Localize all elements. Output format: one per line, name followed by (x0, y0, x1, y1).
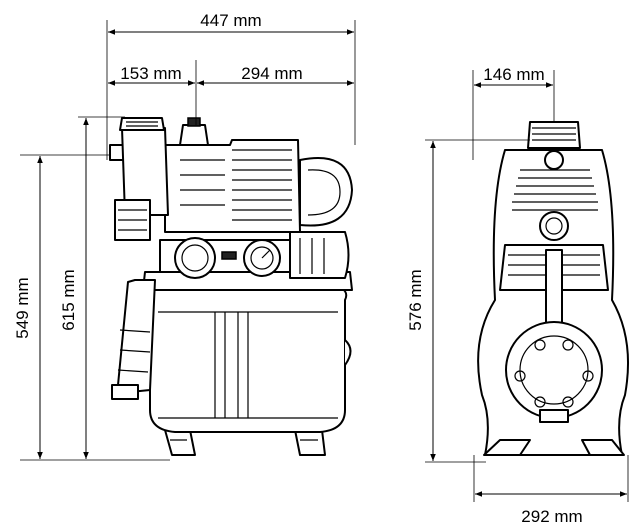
hose-connector (111, 384, 139, 400)
pressure-switch (174, 237, 216, 279)
label-292: 292 mm (521, 507, 582, 526)
side-filler-cap (527, 121, 581, 149)
side-drain-plug (539, 409, 569, 423)
motor-housing (164, 139, 301, 233)
side-outlet-port (544, 150, 564, 170)
pressure-hose (117, 279, 156, 393)
label-447: 447 mm (200, 11, 261, 30)
label-146: 146 mm (483, 65, 544, 84)
front-foot-right (294, 429, 326, 456)
front-view-pump (109, 117, 353, 456)
side-view-pump (477, 121, 630, 456)
label-549: 549 mm (13, 277, 32, 338)
label-576: 576 mm (406, 269, 425, 330)
side-pressure-gauge (539, 211, 569, 241)
motor-fan-cover (289, 231, 350, 279)
label-153: 153 mm (120, 64, 181, 83)
front-foot-left (164, 429, 196, 456)
label-615: 615 mm (59, 269, 78, 330)
motor-end-cap (299, 157, 353, 227)
power-switch (221, 251, 237, 260)
tank-valve (344, 339, 352, 366)
label-294: 294 mm (241, 64, 302, 83)
filler-cap (119, 117, 165, 131)
outlet-fitting (179, 124, 209, 146)
